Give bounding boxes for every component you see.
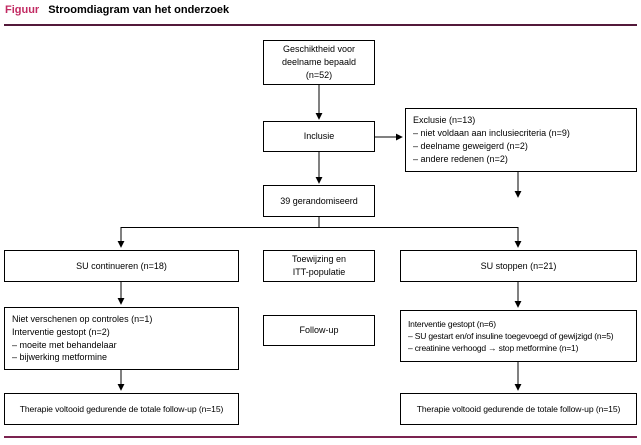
box-left-therapy-complete: Therapie voltooid gedurende de totale fo… xyxy=(4,393,239,425)
figure-title: Stroomdiagram van het onderzoek xyxy=(48,4,230,16)
box-inclusie: Inclusie xyxy=(263,121,375,152)
box-eligibility: Geschiktheid voor deelname bepaald (n=52… xyxy=(263,40,375,85)
box-randomized: 39 gerandomiseerd xyxy=(263,185,375,217)
figure-header: Figuur Stroomdiagram van het onderzoek xyxy=(5,4,229,16)
box-right-dropout: Interventie gestopt (n=6) – SU gestart e… xyxy=(400,310,637,362)
box-toewijzing-itt: Toewijzing en ITT-populatie xyxy=(263,250,375,282)
bottom-rule xyxy=(4,436,637,438)
box-right-therapy-complete: Therapie voltooid gedurende de totale fo… xyxy=(400,393,637,425)
box-exclusie: Exclusie (n=13) – niet voldaan aan inclu… xyxy=(405,108,637,172)
box-followup: Follow-up xyxy=(263,315,375,346)
figure-label: Figuur xyxy=(5,4,40,16)
top-rule xyxy=(4,24,637,26)
box-su-continueren: SU continueren (n=18) xyxy=(4,250,239,282)
box-su-stoppen: SU stoppen (n=21) xyxy=(400,250,637,282)
box-left-dropout: Niet verschenen op controles (n=1) Inter… xyxy=(4,307,239,370)
